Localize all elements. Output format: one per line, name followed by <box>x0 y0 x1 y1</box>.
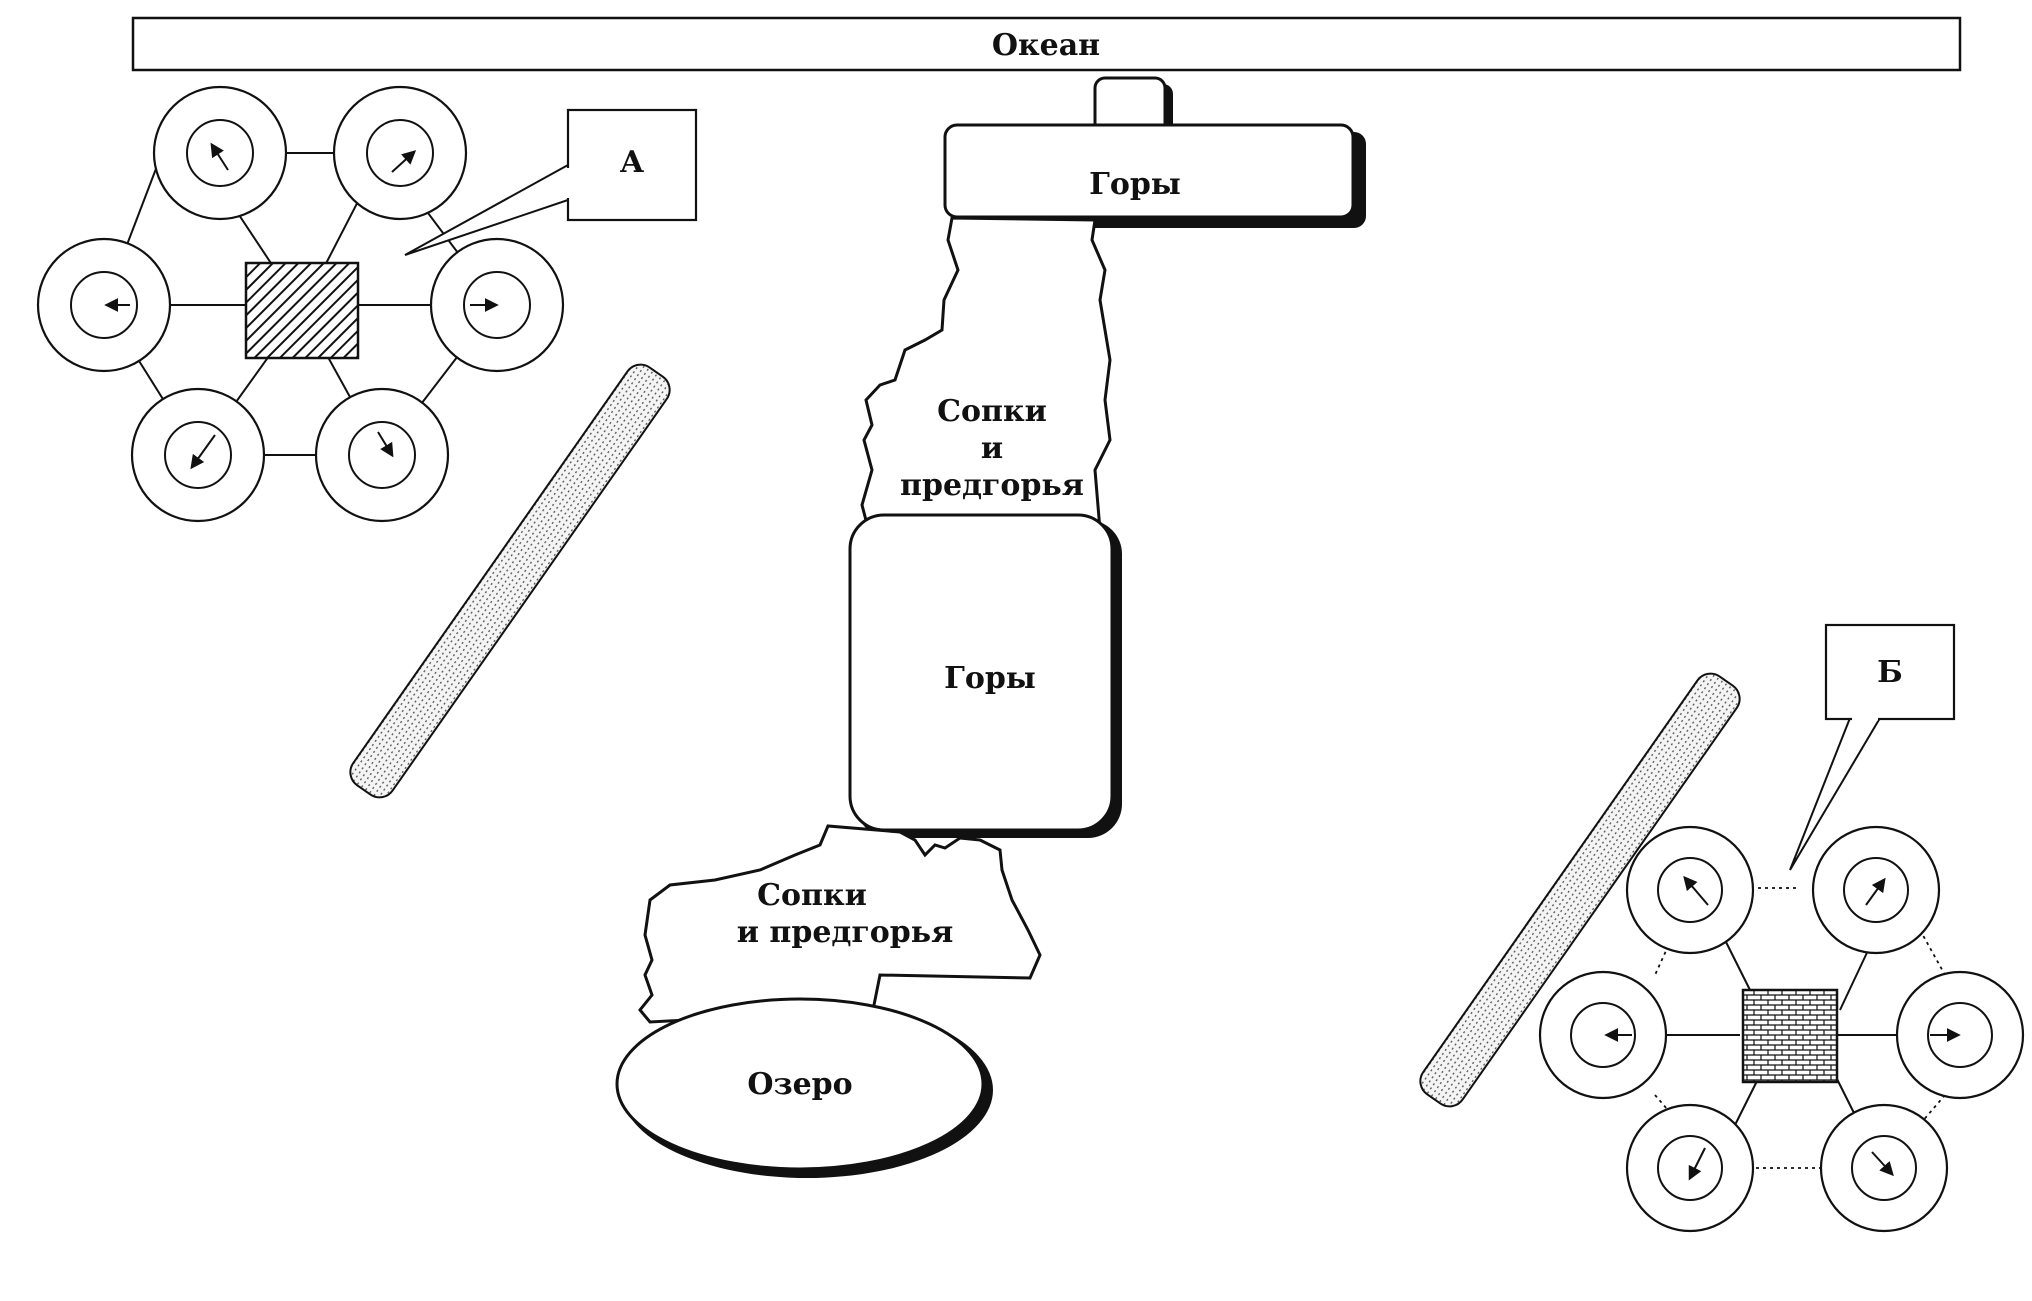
hills-lower-line1: Сопки <box>757 878 867 913</box>
strip-left <box>349 363 671 799</box>
callout-a-label: А <box>620 145 645 180</box>
mountains-top: Горы <box>943 76 1366 228</box>
lake-label: Озеро <box>747 1067 852 1102</box>
cluster-a-node <box>36 237 172 373</box>
cluster-b: Б <box>1538 623 2025 1233</box>
hills-lower-line2: и предгорья <box>737 915 954 950</box>
ocean-label: Океан <box>992 28 1100 63</box>
cluster-a-node <box>314 387 450 523</box>
cluster-b-node <box>1895 970 2025 1100</box>
hills-upper-line1: Сопки <box>937 394 1047 429</box>
hills-upper: Сопки и предгорья <box>860 216 1112 534</box>
cluster-b-node <box>1538 970 1668 1100</box>
hills-upper-line3: предгорья <box>900 468 1084 503</box>
hills-upper-line2: и <box>981 431 1003 466</box>
callout-b: Б <box>1789 623 1956 871</box>
mountains-middle: Горы <box>848 513 1122 838</box>
lake: Озеро <box>615 997 993 1178</box>
cluster-b-node <box>1811 825 1941 955</box>
cluster-a-center-square <box>244 261 360 360</box>
cluster-a-node <box>429 237 565 373</box>
cluster-b-node <box>1819 1103 1949 1233</box>
callout-b-label: Б <box>1877 655 1903 690</box>
cluster-b-node <box>1625 1103 1755 1233</box>
callout-a: А <box>404 108 698 256</box>
cluster-a: А <box>36 85 698 523</box>
cluster-a-node <box>152 85 288 221</box>
cluster-b-center-square <box>1741 988 1839 1084</box>
cluster-a-node <box>130 387 266 523</box>
hills-lower: Сопки и предгорья <box>638 824 1042 1024</box>
mountains-top-label: Горы <box>1089 167 1181 202</box>
ocean-strip: Океан <box>131 16 1962 72</box>
mountains-middle-label: Горы <box>944 661 1036 696</box>
strip-right <box>1419 672 1741 1108</box>
cluster-a-node <box>332 85 468 221</box>
cluster-b-node <box>1625 825 1755 955</box>
